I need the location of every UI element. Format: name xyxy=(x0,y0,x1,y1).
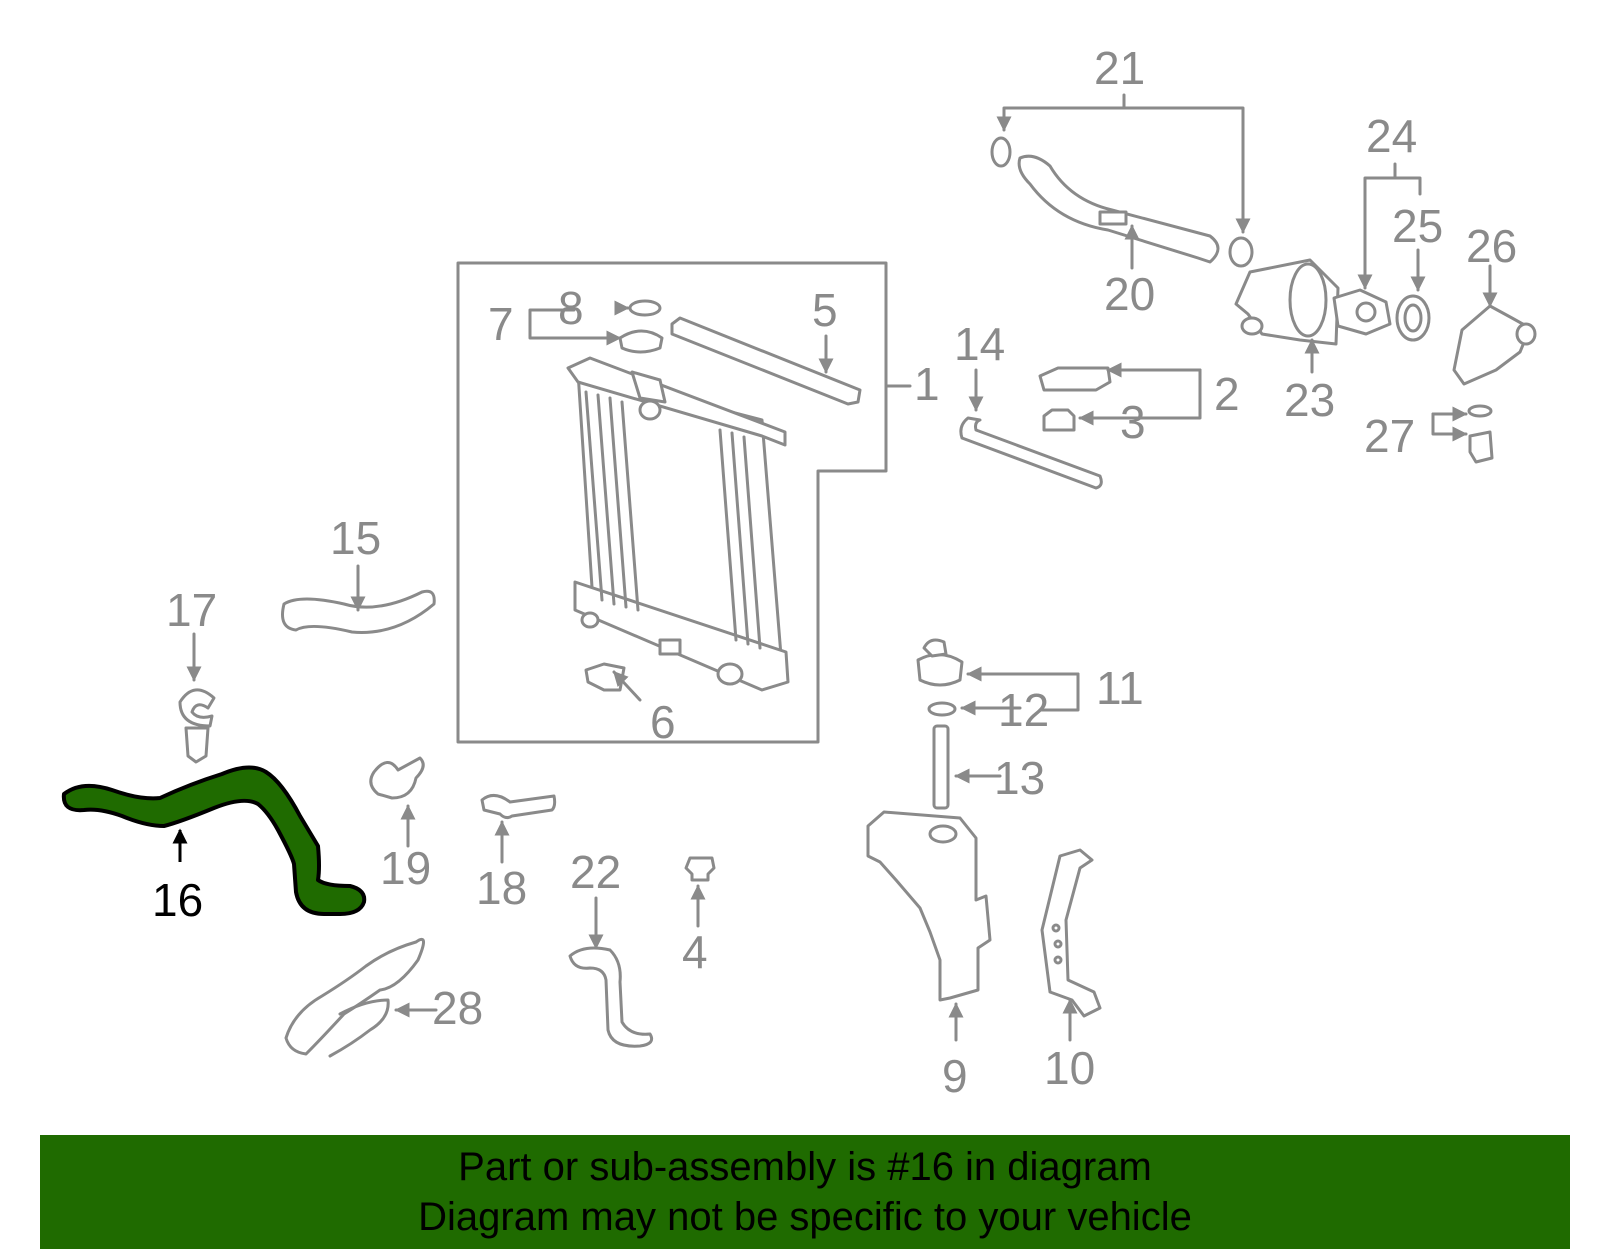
callout-27[interactable]: 27 xyxy=(1364,410,1415,462)
callout-13[interactable]: 13 xyxy=(994,752,1045,804)
hose-part-22[interactable] xyxy=(568,946,654,1048)
hose-part-15[interactable] xyxy=(281,589,436,634)
callout-19[interactable]: 19 xyxy=(380,842,431,894)
callout-14[interactable]: 14 xyxy=(954,318,1005,370)
hose-part-28[interactable] xyxy=(284,937,425,1056)
banner-line-part-number: Part or sub-assembly is #16 in diagram xyxy=(458,1145,1152,1189)
callout-4[interactable]: 4 xyxy=(682,926,708,978)
leader-lines xyxy=(172,93,1498,1042)
callout-18[interactable]: 18 xyxy=(476,862,527,914)
radiator-part[interactable] xyxy=(566,356,790,692)
info-banner: Part or sub-assembly is #16 in diagram D… xyxy=(40,1135,1570,1249)
callout-3[interactable]: 3 xyxy=(1120,396,1146,448)
highlighted-lower-hose-part-16[interactable] xyxy=(61,765,367,916)
overflow-tube-part[interactable] xyxy=(959,416,1103,490)
callout-9[interactable]: 9 xyxy=(942,1050,968,1102)
callout-28[interactable]: 28 xyxy=(432,982,483,1034)
callout-1[interactable]: 1 xyxy=(914,358,940,410)
callout-26[interactable]: 26 xyxy=(1466,220,1517,272)
switch-part[interactable] xyxy=(1468,430,1494,464)
callout-7[interactable]: 7 xyxy=(488,298,514,350)
grommet-part-4[interactable] xyxy=(684,856,716,882)
callout-25[interactable]: 25 xyxy=(1392,200,1443,252)
reservoir-cap-part[interactable] xyxy=(916,638,964,687)
callout-16[interactable]: 16 xyxy=(152,874,203,926)
thermostat-cover-part[interactable] xyxy=(1452,304,1537,386)
switch-oring-part[interactable] xyxy=(1467,404,1493,418)
callout-24[interactable]: 24 xyxy=(1366,110,1417,162)
reservoir-tube-part[interactable] xyxy=(932,724,950,810)
reservoir-tank-part[interactable] xyxy=(866,810,992,1002)
radiator-cap-part[interactable] xyxy=(618,329,664,354)
hose-part-18[interactable] xyxy=(480,794,557,820)
thermostat-part[interactable] xyxy=(1332,288,1392,336)
thermostat-gasket-part[interactable] xyxy=(1395,294,1431,342)
banner-line-disclaimer: Diagram may not be specific to your vehi… xyxy=(418,1195,1192,1239)
cushion-part-3[interactable] xyxy=(1042,408,1076,432)
callout-17[interactable]: 17 xyxy=(166,584,217,636)
radiator-seal-part[interactable] xyxy=(670,316,862,406)
reservoir-gasket-part[interactable] xyxy=(927,701,957,717)
callout-20[interactable]: 20 xyxy=(1104,268,1155,320)
callout-8[interactable]: 8 xyxy=(558,282,584,334)
cap-gasket-part[interactable] xyxy=(628,299,662,317)
callout-12[interactable]: 12 xyxy=(998,684,1049,736)
callout-labels: 1 2 3 4 5 6 7 8 9 10 11 12 13 14 15 16 1… xyxy=(152,42,1517,1102)
callout-10[interactable]: 10 xyxy=(1044,1042,1095,1094)
callout-23[interactable]: 23 xyxy=(1284,374,1335,426)
callout-6[interactable]: 6 xyxy=(650,696,676,748)
thermostat-housing-part[interactable] xyxy=(1234,258,1340,346)
clip-part-17[interactable] xyxy=(178,688,216,764)
callout-11[interactable]: 11 xyxy=(1096,662,1144,714)
radiator-assembly-outline xyxy=(456,261,888,744)
reservoir-bracket-part[interactable] xyxy=(1040,848,1102,1018)
callout-2[interactable]: 2 xyxy=(1214,368,1240,420)
bracket-part-2[interactable] xyxy=(1038,366,1112,392)
callout-22[interactable]: 22 xyxy=(570,846,621,898)
hose-part-19[interactable] xyxy=(369,756,425,800)
callout-15[interactable]: 15 xyxy=(330,512,381,564)
callout-5[interactable]: 5 xyxy=(812,284,838,336)
water-pipe-part[interactable] xyxy=(1017,154,1220,264)
callout-21[interactable]: 21 xyxy=(1094,42,1145,94)
